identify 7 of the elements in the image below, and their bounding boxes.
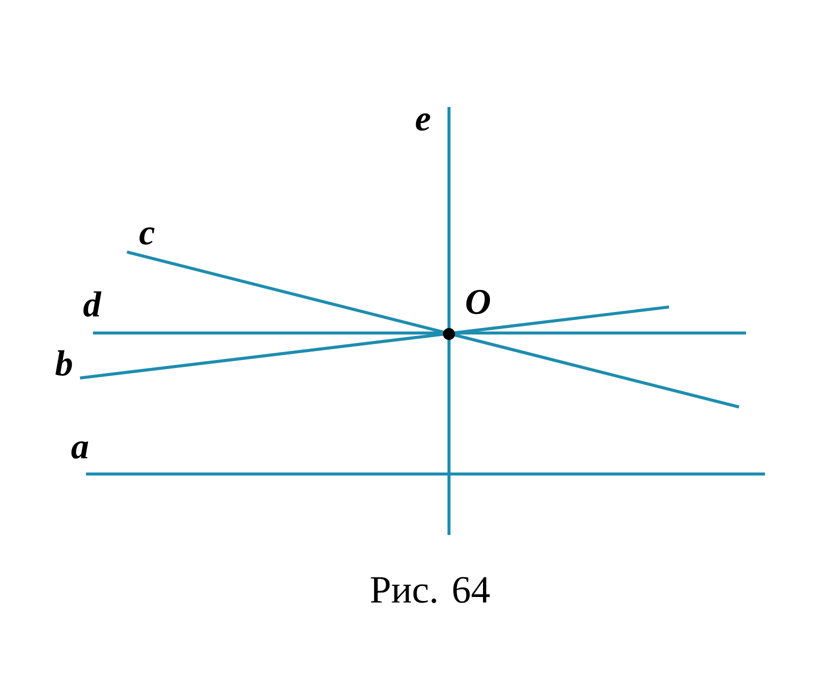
line-label: c xyxy=(140,227,154,245)
line-label: b xyxy=(55,350,72,376)
caption: Рис. 64 xyxy=(370,576,490,604)
line-label: e xyxy=(416,113,430,131)
line-label: O xyxy=(466,290,490,314)
line-label: a xyxy=(71,441,88,459)
line-label: d xyxy=(83,291,102,317)
